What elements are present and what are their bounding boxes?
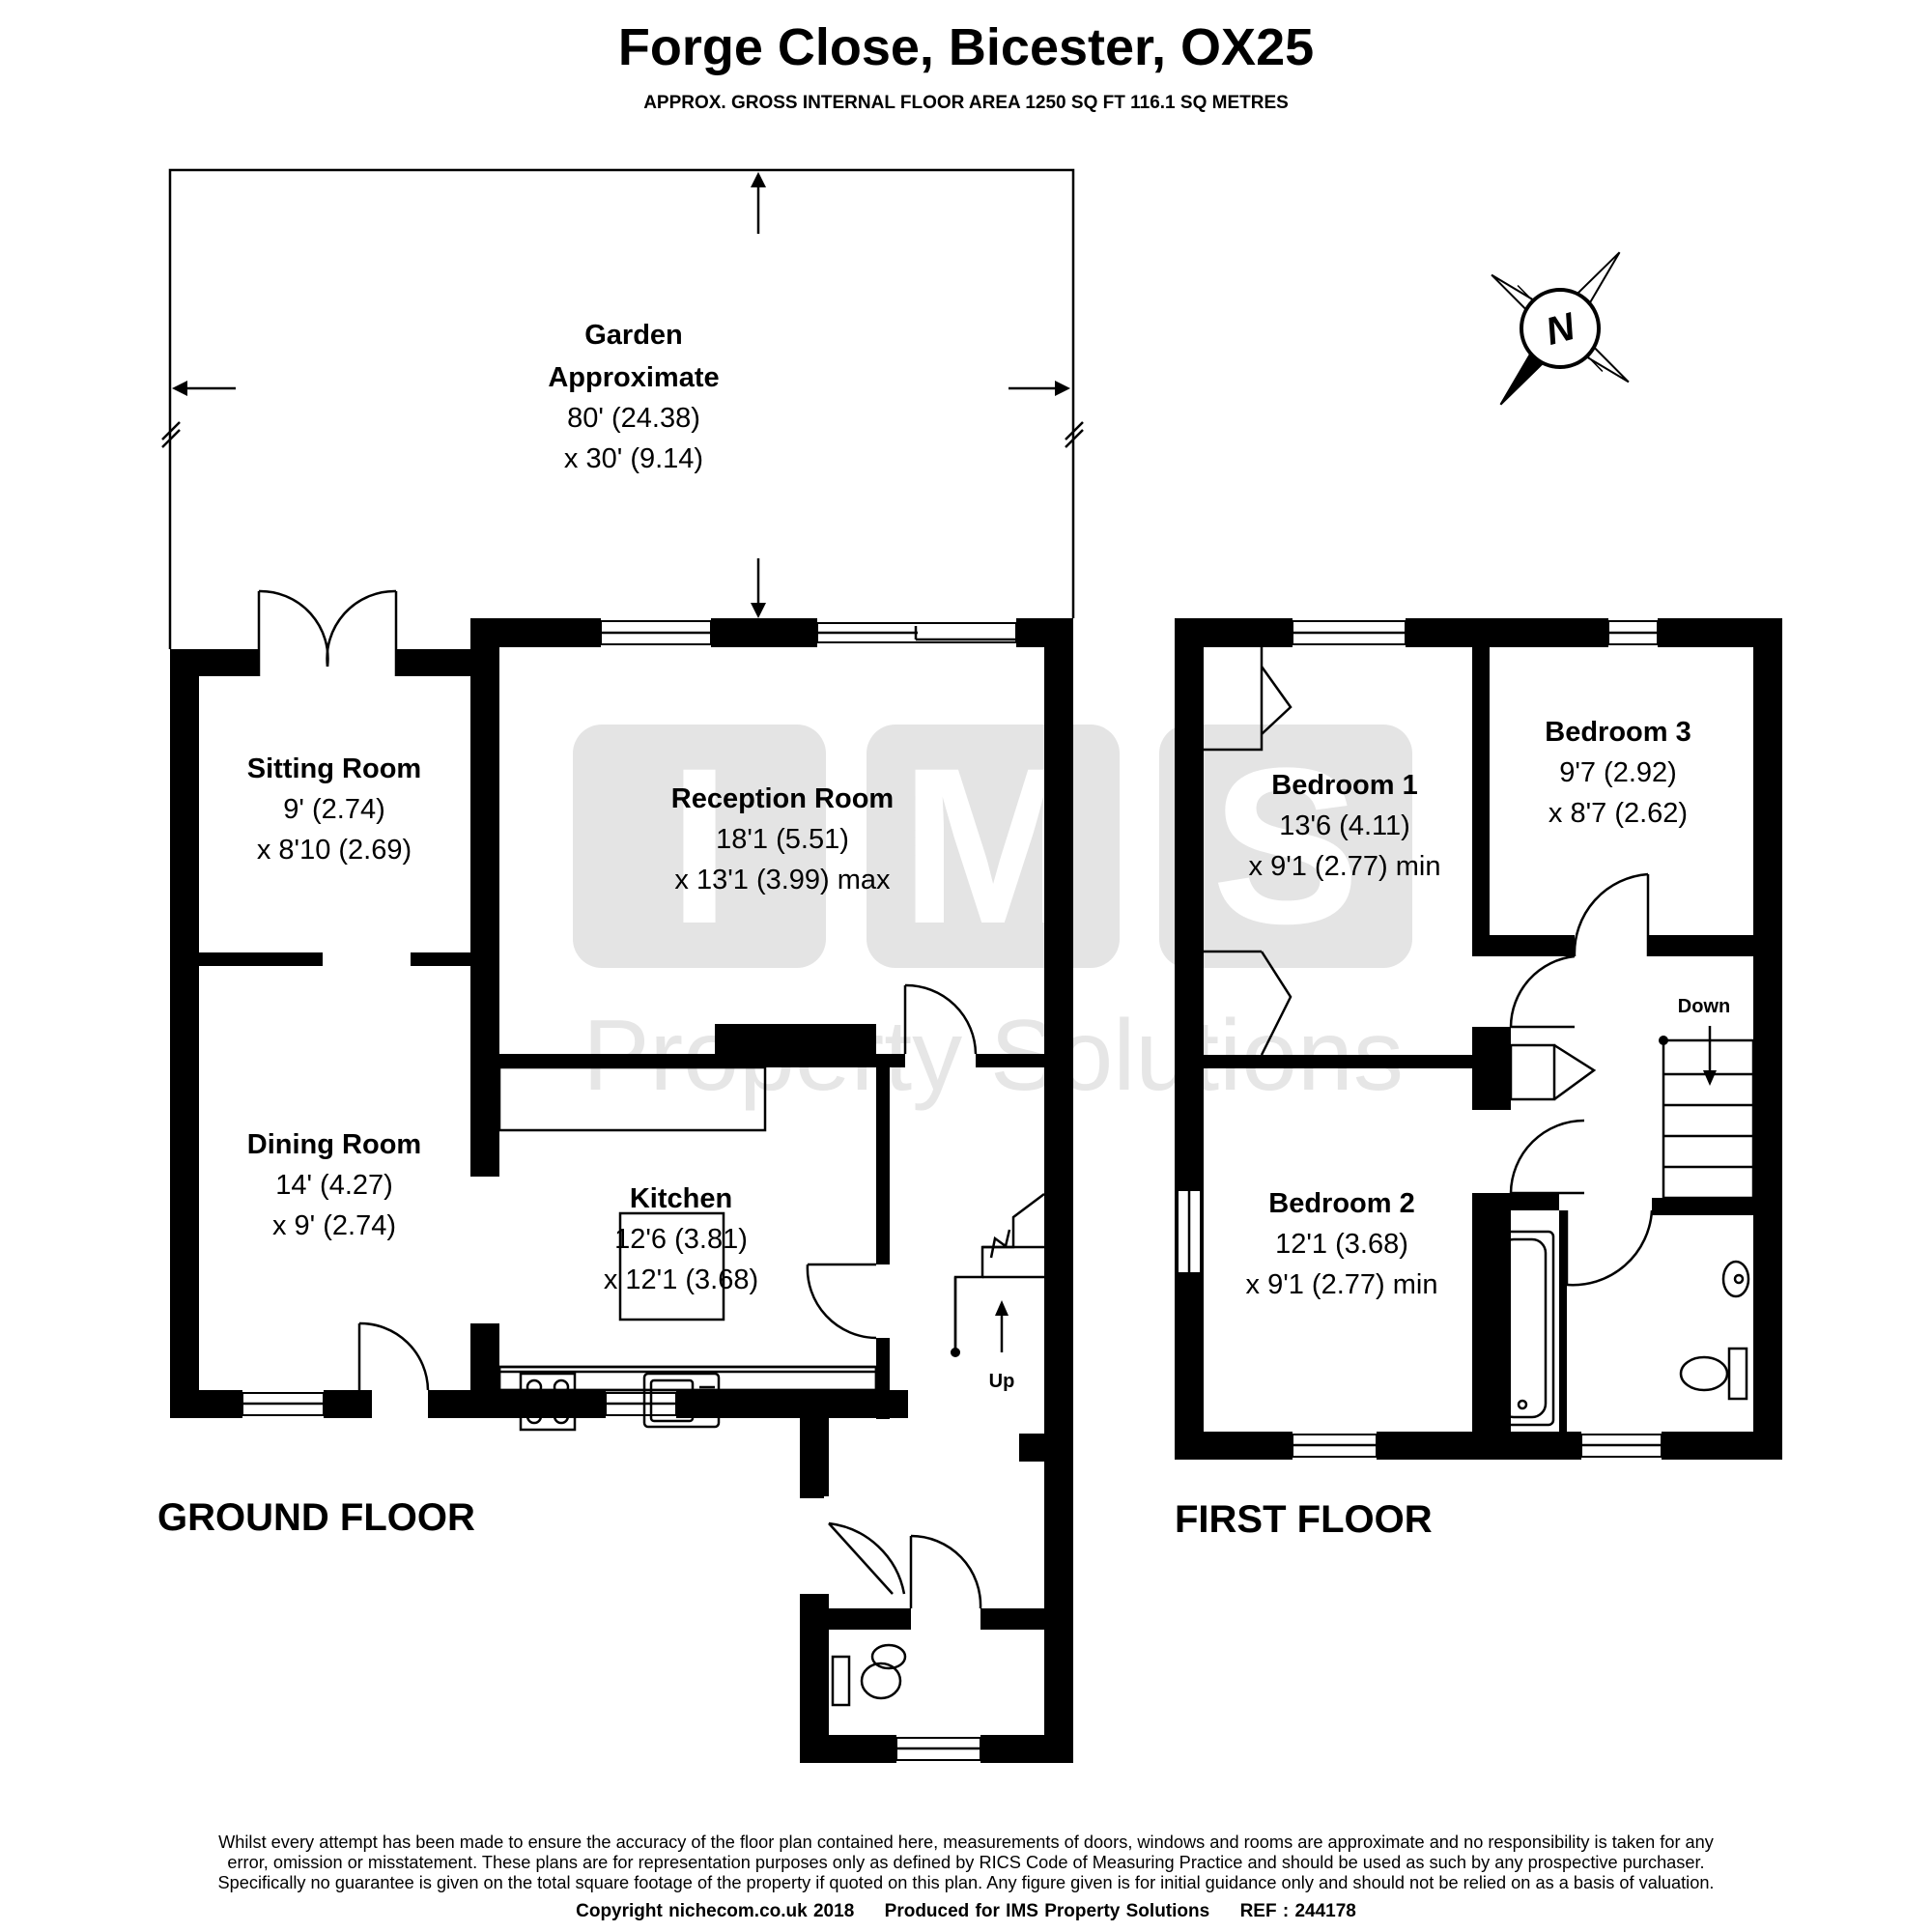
first-stairs: Down bbox=[1659, 996, 1755, 1200]
page-title: Forge Close, Bicester, OX25 bbox=[617, 18, 1315, 76]
fence-break-right-2 bbox=[1065, 429, 1084, 448]
dining-room-dim-1: 14' (4.27) bbox=[275, 1170, 393, 1201]
ground-floor-walls bbox=[170, 618, 1073, 1763]
kitchen-dim-1: 12'6 (3.81) bbox=[614, 1224, 748, 1255]
kitchen-fittings bbox=[497, 1065, 878, 1432]
kitchen-island bbox=[618, 1211, 725, 1321]
first-floor-doors bbox=[1204, 647, 1654, 1287]
bedroom2-name: Bedroom 2 bbox=[1268, 1188, 1414, 1219]
fence-break-left-2 bbox=[161, 429, 181, 448]
fence-break-left bbox=[161, 421, 181, 440]
dining-room-dim-2: x 9' (2.74) bbox=[272, 1210, 396, 1241]
wc-basin bbox=[870, 1643, 907, 1670]
reception-room-dim-2: x 13'1 (3.99) max bbox=[674, 865, 891, 895]
first-floor: Down Bedroom 1 13'6 (4.11) x 9'1 (2.77) … bbox=[1175, 618, 1782, 1541]
wc-cistern bbox=[831, 1655, 851, 1707]
reception-room-name: Reception Room bbox=[671, 783, 894, 814]
compass-ring bbox=[1520, 288, 1601, 369]
bedroom3-name: Bedroom 3 bbox=[1545, 717, 1690, 748]
watermark-tile-1 bbox=[573, 724, 826, 968]
hob bbox=[519, 1372, 577, 1432]
disclaimer-line-3: Specifically no guarantee is given on th… bbox=[217, 1873, 1715, 1892]
disclaimer-line-2: error, omission or misstatement. These p… bbox=[227, 1853, 1705, 1872]
ground-stairs: Up bbox=[951, 1193, 1045, 1392]
kitchen-name: Kitchen bbox=[630, 1183, 732, 1214]
bedroom3-dim-2: x 8'7 (2.62) bbox=[1548, 798, 1688, 829]
disclaimer-line-1: Whilst every attempt has been made to en… bbox=[218, 1833, 1714, 1852]
arrow-right-head bbox=[1055, 381, 1070, 396]
bedroom1-dim-1: 13'6 (4.11) bbox=[1279, 810, 1410, 841]
arrow-up-head bbox=[751, 172, 766, 187]
bedroom2-dim-1: 12'1 (3.68) bbox=[1275, 1229, 1408, 1260]
wc-toilet-bowl bbox=[860, 1662, 902, 1700]
floor-area-subtitle: APPROX. GROSS INTERNAL FLOOR AREA 1250 S… bbox=[643, 93, 1289, 113]
garden-name-2: Approximate bbox=[548, 362, 719, 393]
stairs-down-label: Down bbox=[1678, 996, 1730, 1017]
bath bbox=[1491, 1230, 1555, 1427]
wc-fittings bbox=[831, 1643, 907, 1707]
copyright: Copyright nichecom.co.uk 2018 Produced f… bbox=[576, 1901, 1356, 1921]
garden-fence bbox=[168, 168, 1075, 649]
sitting-room-dim-1: 9' (2.74) bbox=[283, 794, 384, 825]
dining-room-name: Dining Room bbox=[247, 1129, 421, 1160]
compass: N bbox=[1491, 251, 1630, 406]
bathroom-toilet-bowl bbox=[1679, 1355, 1729, 1392]
bedroom1-dim-2: x 9'1 (2.77) min bbox=[1249, 851, 1441, 882]
ground-floor: Up Garden Approximate 80' (24.38) x 30' … bbox=[157, 168, 1084, 1763]
bedroom1-name: Bedroom 1 bbox=[1271, 770, 1417, 801]
kitchen-dim-2: x 12'1 (3.68) bbox=[604, 1264, 758, 1295]
garden-boundary bbox=[161, 168, 1084, 649]
watermark-letter-i: I bbox=[668, 722, 730, 970]
kitchen-units-top bbox=[497, 1065, 767, 1132]
bathroom-basin bbox=[1721, 1260, 1750, 1298]
garden-dim-2: x 30' (9.14) bbox=[564, 443, 703, 474]
bedroom3-dim-1: 9'7 (2.92) bbox=[1559, 757, 1677, 788]
arrow-down-head bbox=[751, 603, 766, 618]
sitting-room-name: Sitting Room bbox=[247, 753, 421, 784]
watermark-letter-s: S bbox=[1211, 722, 1359, 970]
reception-room-dim-1: 18'1 (5.51) bbox=[716, 824, 849, 855]
first-floor-label: FIRST FLOOR bbox=[1175, 1498, 1433, 1541]
garden-dim-1: 80' (24.38) bbox=[567, 403, 700, 434]
watermark-tile-3 bbox=[1159, 724, 1412, 968]
garden-name: Garden bbox=[584, 320, 683, 351]
stairs-up-label: Up bbox=[989, 1371, 1015, 1392]
bathroom-cistern bbox=[1727, 1347, 1748, 1401]
worktop bbox=[497, 1365, 878, 1392]
arrow-left-head bbox=[172, 381, 187, 396]
sitting-room-dim-2: x 8'10 (2.69) bbox=[257, 835, 412, 866]
ground-floor-windows bbox=[242, 620, 1017, 1761]
ground-floor-doors bbox=[257, 589, 982, 1609]
bedroom2-dim-2: x 9'1 (2.77) min bbox=[1246, 1269, 1438, 1300]
ground-floor-label: GROUND FLOOR bbox=[157, 1496, 475, 1539]
sink bbox=[642, 1372, 721, 1429]
disclaimer: Whilst every attempt has been made to en… bbox=[135, 1833, 1797, 1893]
first-floor-windows bbox=[1177, 620, 1662, 1458]
ground-floor-interior-walls bbox=[199, 952, 1044, 1419]
fence-break-right bbox=[1065, 421, 1084, 440]
bathroom-fittings bbox=[1491, 1230, 1750, 1427]
